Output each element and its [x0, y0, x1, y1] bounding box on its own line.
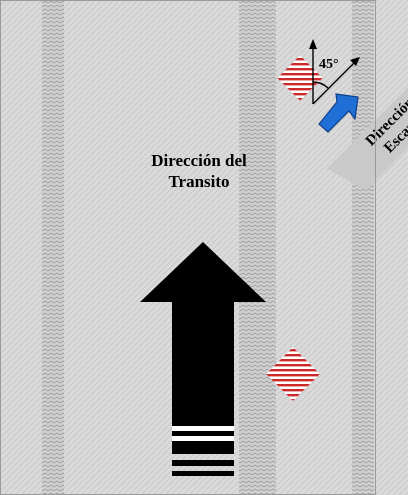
hatch-square-lower: [266, 347, 320, 401]
arrow-stripe: [172, 426, 234, 431]
angle-label: 45°: [319, 57, 339, 72]
traffic-direction-label-line1: Dirección del: [151, 151, 247, 170]
lane-band-left: [42, 0, 64, 495]
up-arrow-icon: [140, 242, 266, 454]
arrow-stripe: [172, 471, 234, 476]
scan-direction-banner: [326, 44, 408, 191]
arrow-stripe: [172, 460, 234, 466]
lane-band-right: [352, 0, 374, 495]
lane-band-middle: [239, 0, 276, 495]
traffic-direction-label-line2: Transito: [168, 172, 229, 191]
angle-indicator: [309, 39, 360, 105]
diagonal-chevron-arrow-icon: [318, 93, 359, 133]
arrow-stripe: [172, 436, 234, 441]
